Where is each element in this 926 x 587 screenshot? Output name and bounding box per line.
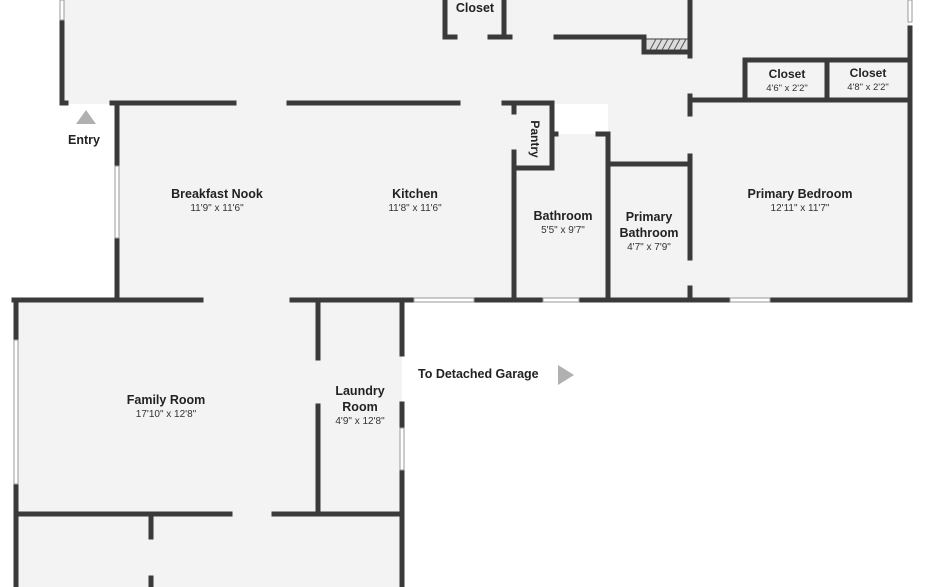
room-name: Closet <box>849 66 887 80</box>
entry-label: Entry <box>68 133 100 147</box>
room-label-closet-left: Closet 4'6" x 2'2" <box>748 66 826 95</box>
room-name: Closet <box>455 1 495 15</box>
room-name-line2: Bathroom <box>619 226 679 240</box>
window <box>907 0 913 23</box>
windows <box>13 0 913 485</box>
floor-fills <box>16 0 910 587</box>
floor-top-left <box>60 0 692 104</box>
window <box>13 339 19 485</box>
window <box>59 0 65 21</box>
room-label-kitchen: Kitchen 11'8" x 11'6" <box>355 186 475 215</box>
room-label-primary-bedroom: Primary Bedroom 12'11" x 11'7" <box>720 186 880 215</box>
room-name: Closet <box>768 67 806 81</box>
room-name-line2: Room <box>342 400 378 414</box>
room-label-breakfast-nook: Breakfast Nook 11'9" x 11'6" <box>147 186 287 215</box>
room-label-closet-top: Closet <box>448 0 502 16</box>
floor-prim-bed <box>690 100 910 300</box>
floor-top-right <box>692 0 910 100</box>
room-name-line1: Primary <box>625 210 673 224</box>
room-dims: 17'10" x 12'8" <box>135 409 197 420</box>
floor-family <box>16 300 318 514</box>
fireplace-box <box>645 38 689 51</box>
room-label-laundry-room: Laundry Room 4'9" x 12'8" <box>320 383 400 428</box>
window <box>399 427 405 471</box>
walls <box>11 0 913 587</box>
room-name: Family Room <box>126 393 206 407</box>
floor-bottom <box>16 514 402 587</box>
room-name-line1: Laundry <box>335 384 385 398</box>
garage-arrow-icon <box>558 365 574 385</box>
room-dims: 11'8" x 11'6" <box>388 203 442 214</box>
room-name: Kitchen <box>392 187 438 201</box>
floor-bath <box>514 134 608 300</box>
floor-nook <box>117 104 514 300</box>
room-dims: 12'11" x 11'7" <box>770 203 830 214</box>
room-dims: 5'5" x 9'7" <box>541 225 585 236</box>
fireplace <box>645 38 689 51</box>
room-name: Bathroom <box>533 209 593 223</box>
room-label-bathroom: Bathroom 5'5" x 9'7" <box>518 208 608 237</box>
entry-arrow-icon <box>76 110 96 124</box>
room-dims: 4'6" x 2'2" <box>766 83 808 94</box>
window <box>413 297 475 303</box>
room-dims: 11'9" x 11'6" <box>190 203 244 214</box>
room-name: Primary Bedroom <box>747 187 853 201</box>
room-label-primary-bathroom: Primary Bathroom 4'7" x 7'9" <box>609 209 689 254</box>
garage-label: To Detached Garage <box>418 367 539 381</box>
window <box>114 165 120 239</box>
room-label-family-room: Family Room 17'10" x 12'8" <box>96 392 236 421</box>
fireplace-hatch <box>649 38 687 51</box>
room-dims: 4'8" x 2'2" <box>847 82 889 93</box>
room-dims: 4'9" x 12'8" <box>335 416 385 427</box>
floor-prim-bath <box>608 104 690 300</box>
room-label-closet-right: Closet 4'8" x 2'2" <box>829 65 907 94</box>
room-name: Pantry <box>528 120 542 158</box>
room-dims: 4'7" x 7'9" <box>627 242 671 253</box>
floor-laundry <box>318 300 402 514</box>
window <box>542 297 580 303</box>
room-label-pantry: Pantry <box>522 117 548 161</box>
window <box>729 297 771 303</box>
room-name: Breakfast Nook <box>171 187 263 201</box>
